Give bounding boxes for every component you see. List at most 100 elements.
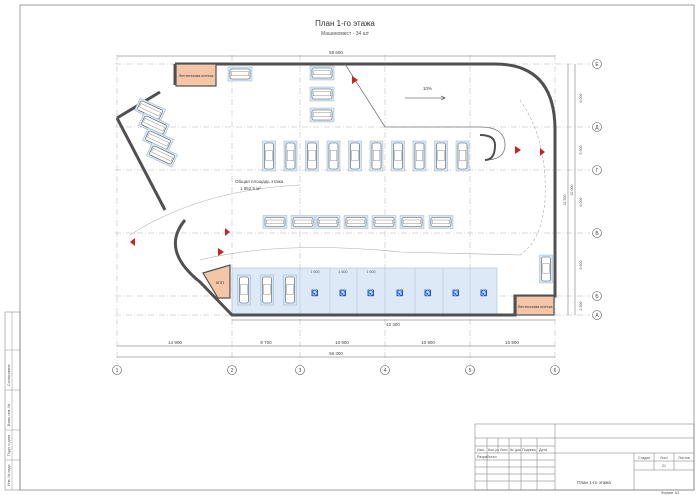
parking-space bbox=[326, 140, 341, 172]
plan-subtitle: Машиномест - 34 шт bbox=[321, 31, 370, 37]
column-axis-circle bbox=[465, 365, 475, 375]
right-seg-2: 5 500 bbox=[579, 146, 583, 155]
accessible-parking-icon: ♿ bbox=[396, 289, 404, 297]
row-axis-circle bbox=[592, 310, 602, 320]
column-axis-circle bbox=[227, 365, 237, 375]
accessible-parking-icon: ♿ bbox=[367, 289, 375, 297]
slope-arrow bbox=[405, 95, 446, 101]
small-cell-dim-1: 1 600 bbox=[311, 270, 320, 274]
tb-header-5: Подпись bbox=[522, 448, 536, 452]
slope-label: 10% bbox=[423, 86, 432, 91]
parking-space bbox=[227, 66, 253, 82]
right-seg-3: 8 000 bbox=[579, 198, 583, 207]
right-total-1: 32 500 bbox=[563, 195, 567, 206]
side-stamp-text-2: Подп. и дата bbox=[7, 435, 11, 456]
parking-space bbox=[348, 140, 362, 172]
bottom-seg-3: 10 900 bbox=[335, 340, 349, 345]
tb-header-2: Кол.уч. bbox=[488, 448, 500, 452]
stair-room-bottom bbox=[515, 295, 555, 316]
row-axis-label: А bbox=[595, 313, 599, 319]
stair-room-bottom-label: Лестничная клетка bbox=[517, 304, 553, 309]
parking-space bbox=[309, 86, 335, 102]
parking-zone-bottom bbox=[231, 267, 498, 316]
ramp-curve-outer bbox=[344, 63, 506, 161]
area-value: 1 552,5 м² bbox=[240, 186, 261, 191]
column-axis-circle bbox=[112, 365, 122, 375]
parking-space bbox=[399, 215, 425, 229]
row-axis-circle bbox=[592, 228, 602, 238]
title-block bbox=[474, 423, 695, 491]
parking-space bbox=[434, 140, 448, 172]
kpp-label: КПП bbox=[216, 280, 224, 285]
tb-header-1: Изм. bbox=[477, 448, 485, 452]
right-total-2: 32 000 bbox=[570, 185, 574, 196]
bottom-seg-5: 10 900 bbox=[505, 340, 519, 345]
parking-space bbox=[371, 215, 397, 229]
accessible-parking-icon: ♿ bbox=[480, 289, 488, 297]
column-axis-label: 6 bbox=[554, 368, 557, 374]
parking-space bbox=[283, 274, 297, 306]
ramp-curve-right bbox=[519, 99, 546, 256]
parking-space bbox=[315, 215, 341, 229]
sheet-frame bbox=[19, 4, 695, 491]
parking-space bbox=[305, 140, 319, 172]
accessible-parking-icon: ♿ bbox=[424, 289, 432, 297]
row-axis-label: Б bbox=[595, 294, 599, 300]
parking-space bbox=[539, 254, 553, 284]
parking-space bbox=[428, 215, 454, 229]
parking-space bbox=[343, 215, 369, 229]
right-dimension-chain: 8 000 5 500 8 000 8 000 2 500 32 500 32 … bbox=[563, 64, 583, 315]
row-axis-circle bbox=[592, 59, 602, 69]
small-cell-dim-3: 1 600 bbox=[367, 270, 376, 274]
tb-stage: Стадия bbox=[638, 456, 650, 460]
column-axis-circle bbox=[380, 365, 390, 375]
tb-header-6: Дата bbox=[539, 448, 547, 452]
parking-spaces: ♿♿♿♿♿♿♿ bbox=[134, 65, 553, 306]
tb-header-4: № док. bbox=[510, 448, 522, 452]
column-axis-label: 2 bbox=[231, 368, 234, 374]
drive-curve-lower bbox=[199, 247, 521, 261]
drive-curve-left bbox=[129, 184, 301, 236]
parking-space bbox=[369, 140, 384, 172]
tb-caption: План 1-го этажа bbox=[577, 480, 611, 485]
row-axis-circle bbox=[592, 165, 602, 175]
area-label: Общая площадь этажа bbox=[235, 179, 284, 184]
top-dimension: 56 600 bbox=[329, 50, 343, 55]
tb-header-3: Лист bbox=[500, 448, 508, 452]
side-stamp-text-3: Взам. инв. № bbox=[7, 404, 11, 426]
parking-space bbox=[283, 140, 298, 172]
kpp-room bbox=[202, 264, 231, 299]
grid-axes bbox=[115, 55, 590, 365]
column-axis-label: 3 bbox=[299, 368, 302, 374]
tb-sheet: Лист bbox=[660, 456, 668, 460]
tb-developer: Разработал bbox=[477, 455, 497, 459]
accessible-parking-icon: ♿ bbox=[311, 289, 319, 297]
parking-space bbox=[146, 142, 178, 168]
ramp-curve-inner bbox=[479, 134, 497, 161]
column-axis-circle bbox=[295, 365, 305, 375]
row-axis-label: В bbox=[595, 231, 599, 237]
bottom-seg-2: 8 700 bbox=[260, 340, 272, 345]
tb-sheet-value: 21 bbox=[662, 464, 666, 468]
row-axis-circle bbox=[592, 291, 602, 301]
column-axis-label: 4 bbox=[384, 368, 387, 374]
row-axis-label: Г bbox=[596, 168, 599, 174]
tb-sheets: Листов bbox=[678, 456, 690, 460]
red-arrows bbox=[130, 76, 545, 256]
bottom-total: 56 300 bbox=[329, 351, 343, 356]
column-axis-label: 1 bbox=[116, 368, 119, 374]
row-axis-label: Е bbox=[595, 62, 599, 68]
side-stamp: Инв. № подл. Подп. и дата Взам. инв. № С… bbox=[4, 311, 21, 491]
right-seg-5: 2 500 bbox=[579, 302, 583, 311]
right-seg-1: 8 000 bbox=[579, 94, 583, 103]
parking-space bbox=[237, 274, 251, 306]
right-seg-4: 8 000 bbox=[579, 261, 583, 270]
accessible-parking-icon: ♿ bbox=[452, 289, 460, 297]
stair-room-top bbox=[175, 63, 217, 87]
side-stamp-text-4: Согласовано bbox=[7, 364, 11, 386]
stair-room-top-label: Лестничная клетка bbox=[178, 73, 214, 78]
plan-title: План 1-го этажа bbox=[315, 19, 375, 28]
